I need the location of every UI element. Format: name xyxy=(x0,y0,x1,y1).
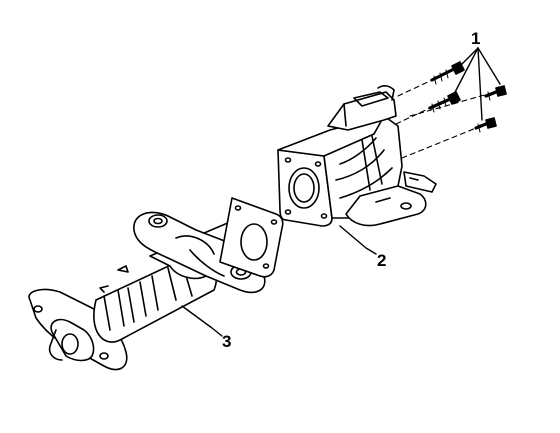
tube-stub xyxy=(51,320,93,361)
part-3-column-jacket xyxy=(29,198,283,370)
leader-3 xyxy=(182,306,222,336)
bolt-right-lower xyxy=(476,118,496,132)
bolt-middle xyxy=(430,92,460,112)
square-flange xyxy=(220,198,283,277)
flange-hole-right xyxy=(100,353,108,359)
callout-3: 3 xyxy=(222,332,232,351)
callout-1: 1 xyxy=(471,29,481,48)
part-2-housing xyxy=(278,86,436,226)
part-1-bolts xyxy=(396,62,506,158)
callout-2: 2 xyxy=(377,251,387,270)
bolt-upper-left xyxy=(432,62,464,84)
bolt-right-upper xyxy=(486,86,506,100)
leader-1 xyxy=(452,48,500,120)
flange-hole-left xyxy=(34,306,42,312)
leader-2 xyxy=(340,226,376,254)
bracket-hole-left xyxy=(149,215,167,227)
housing-mount-tab xyxy=(346,186,426,226)
